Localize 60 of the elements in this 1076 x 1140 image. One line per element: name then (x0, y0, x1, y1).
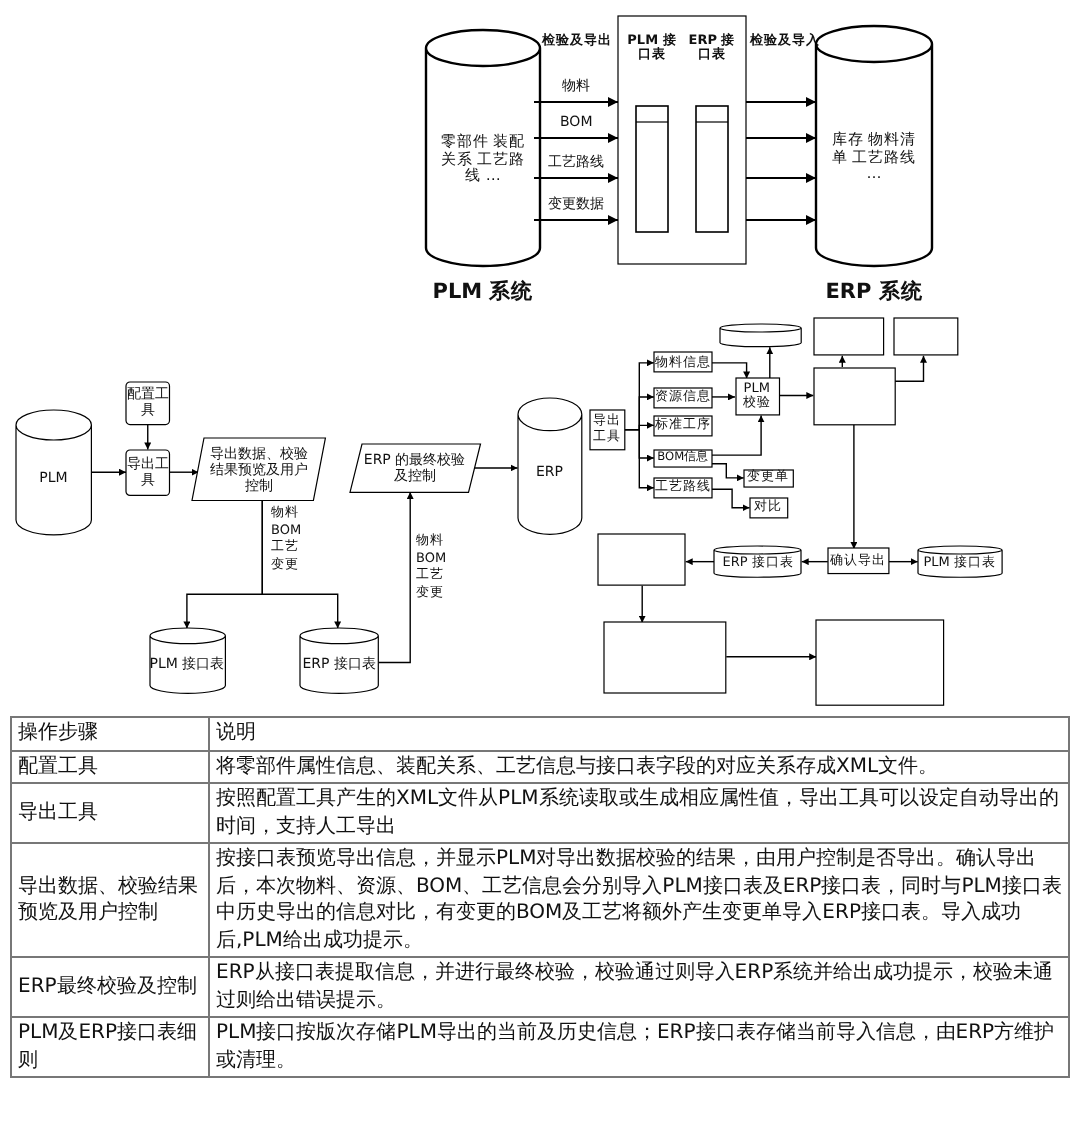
data-parallelogram (192, 438, 327, 501)
system-label: PLM 系统 (430, 278, 536, 306)
arrow (801, 558, 829, 566)
arrow (533, 133, 619, 143)
process-box (618, 16, 746, 264)
arrow (850, 423, 858, 550)
arrow (777, 392, 814, 399)
arrow (533, 215, 619, 225)
process-box (813, 318, 883, 356)
database-cylinder (714, 546, 802, 578)
arrow (838, 355, 846, 368)
arrow (725, 653, 817, 661)
arrow (377, 491, 414, 664)
arrow (745, 97, 817, 107)
step-name: 导出数据、校验结果预览及用户控制 (11, 843, 209, 957)
arrow (711, 414, 765, 456)
process-box (604, 622, 727, 694)
arrow (711, 362, 751, 380)
arrow (711, 488, 751, 512)
column-header: 说明 (209, 717, 1069, 750)
arrow (766, 346, 774, 380)
process-box (816, 619, 944, 706)
step-description: 将零部件属性信息、装配关系、工艺信息与接口表字段的对应关系存成XML文件。 (209, 750, 1069, 783)
arrow (711, 393, 736, 401)
arrow (893, 355, 927, 382)
arrow (745, 133, 817, 143)
process-box (598, 534, 686, 586)
arrow (888, 558, 919, 566)
arrow (745, 215, 817, 225)
system-label: ERP 系统 (823, 278, 925, 306)
step-name: ERP最终校验及控制 (11, 957, 209, 1017)
step-name: 导出工具 (11, 783, 209, 843)
step-name: 配置工具 (11, 750, 209, 783)
database-cylinder (517, 398, 582, 535)
arrow (168, 468, 200, 476)
step-description: 按接口表预览导出信息，并显示PLM对导出数据校验的结果，由用户控制是否导出。确认导出后，本次物料、资源、BOM、工艺信息会分别导入PLM接口表及ERP接口表，同时与PLM接口表中历史导出的信息对比，有变更的BOM及工艺将额外产生变更单导入ERP接口表。导入成功后,PLM给出成功提示。 (209, 843, 1069, 957)
arrow (90, 468, 127, 476)
process-box (735, 378, 779, 416)
process-box (894, 318, 959, 356)
database-cylinder (149, 628, 225, 694)
arrow (745, 173, 817, 183)
arrow (533, 173, 619, 183)
step-description: ERP从接口表提取信息，并进行最终校验，校验通过则导入ERP系统并给出成功提示，校验未通过则给出错误提示。 (209, 957, 1069, 1017)
database-cylinder (720, 324, 802, 348)
arrow (533, 97, 619, 107)
arrow (473, 464, 519, 472)
column-header: 操作步骤 (11, 717, 209, 750)
arrow (638, 585, 646, 624)
step-name: PLM及ERP接口表细则 (11, 1017, 209, 1077)
arrow (685, 558, 716, 566)
arrow (624, 428, 655, 492)
step-description: 按照配置工具产生的XML文件从PLM系统读取或生成相应属性值，导出工具可以设定自动导出的时间，支持人工导出 (209, 783, 1069, 843)
data-parallelogram (349, 443, 480, 493)
database-cylinder (15, 409, 92, 535)
database-cylinder (300, 628, 379, 694)
arrow (711, 463, 745, 482)
arrow (144, 423, 152, 451)
process-box (813, 367, 895, 424)
arrow (261, 499, 342, 630)
step-description: PLM接口按版次存储PLM导出的当前及历史信息；ERP接口表存储当前导入信息，由ERP方维护或清理。 (209, 1017, 1069, 1077)
